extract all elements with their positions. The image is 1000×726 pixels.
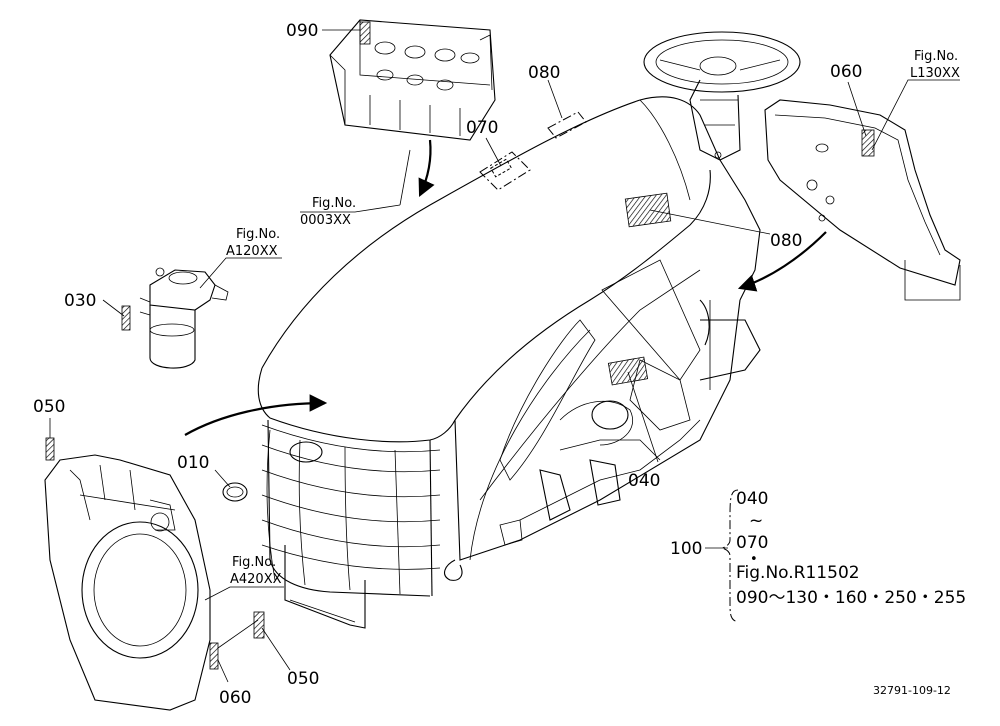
leader-lines <box>49 29 960 683</box>
figref-engine-caption: Fig.No. <box>312 196 356 211</box>
emblem-010 <box>222 482 248 502</box>
engine-cylinder-head <box>329 19 496 197</box>
decal-040 <box>607 356 649 386</box>
decal-090 <box>359 21 371 45</box>
decal-070-outline <box>479 151 531 191</box>
figref-engine: Fig.No. 0003XX <box>300 196 356 228</box>
label-030: 030 <box>64 291 96 311</box>
label-100: 100 <box>670 539 702 559</box>
fuel-filter <box>139 267 229 369</box>
label-050-left: 050 <box>33 397 65 417</box>
front-grille <box>261 424 441 595</box>
group-fig-range: 090～130・160・250・255 <box>736 588 966 608</box>
figref-panel-number: L130XX <box>910 66 960 81</box>
group-range-sep: ~ <box>749 511 763 531</box>
decal-050 <box>253 611 265 639</box>
drawing-code: 32791-109-12 <box>873 684 951 697</box>
chassis-frame <box>499 299 761 546</box>
label-010: 010 <box>177 453 209 473</box>
figref-panel-caption: Fig.No. <box>914 49 958 64</box>
label-080-right: 080 <box>770 231 802 251</box>
decal-060-shroud <box>209 642 219 670</box>
fan-shroud <box>44 394 328 711</box>
decal-050-shroud <box>45 437 55 461</box>
figref-filter-caption: Fig.No. <box>236 227 280 242</box>
figref-shroud-caption: Fig.No. <box>232 555 276 570</box>
group-brace <box>721 489 739 623</box>
label-040: 040 <box>628 471 660 491</box>
group-note: 040 ~ 070 • Fig.No.R11502 090～130・160・25… <box>736 489 966 608</box>
decal-080-outline <box>547 111 587 139</box>
steering-wheel <box>643 31 801 161</box>
label-050-bottom: 050 <box>287 669 319 689</box>
decal-080 <box>624 192 672 228</box>
figref-shroud: Fig.No. A420XX <box>230 555 282 587</box>
label-090: 090 <box>286 21 318 41</box>
figref-panel-right: Fig.No. L130XX <box>910 49 960 81</box>
group-range-start: 040 <box>736 489 768 509</box>
figref-engine-number: 0003XX <box>300 213 351 228</box>
group-fig-ref: Fig.No.R11502 <box>736 563 860 583</box>
group-dot: • <box>750 552 758 567</box>
figref-filter-number: A120XX <box>226 244 278 259</box>
figref-shroud-number: A420XX <box>230 572 282 587</box>
label-080-top: 080 <box>528 63 560 83</box>
label-070: 070 <box>466 118 498 138</box>
right-side-panel <box>737 99 961 301</box>
label-060-bottom: 060 <box>219 688 251 708</box>
label-060-top: 060 <box>830 62 862 82</box>
group-range-end: 070 <box>736 533 768 553</box>
hood-assembly <box>257 96 761 629</box>
figref-filter: Fig.No. A120XX <box>226 227 280 259</box>
decal-030 <box>121 305 131 331</box>
decal-060-panel <box>861 129 875 157</box>
